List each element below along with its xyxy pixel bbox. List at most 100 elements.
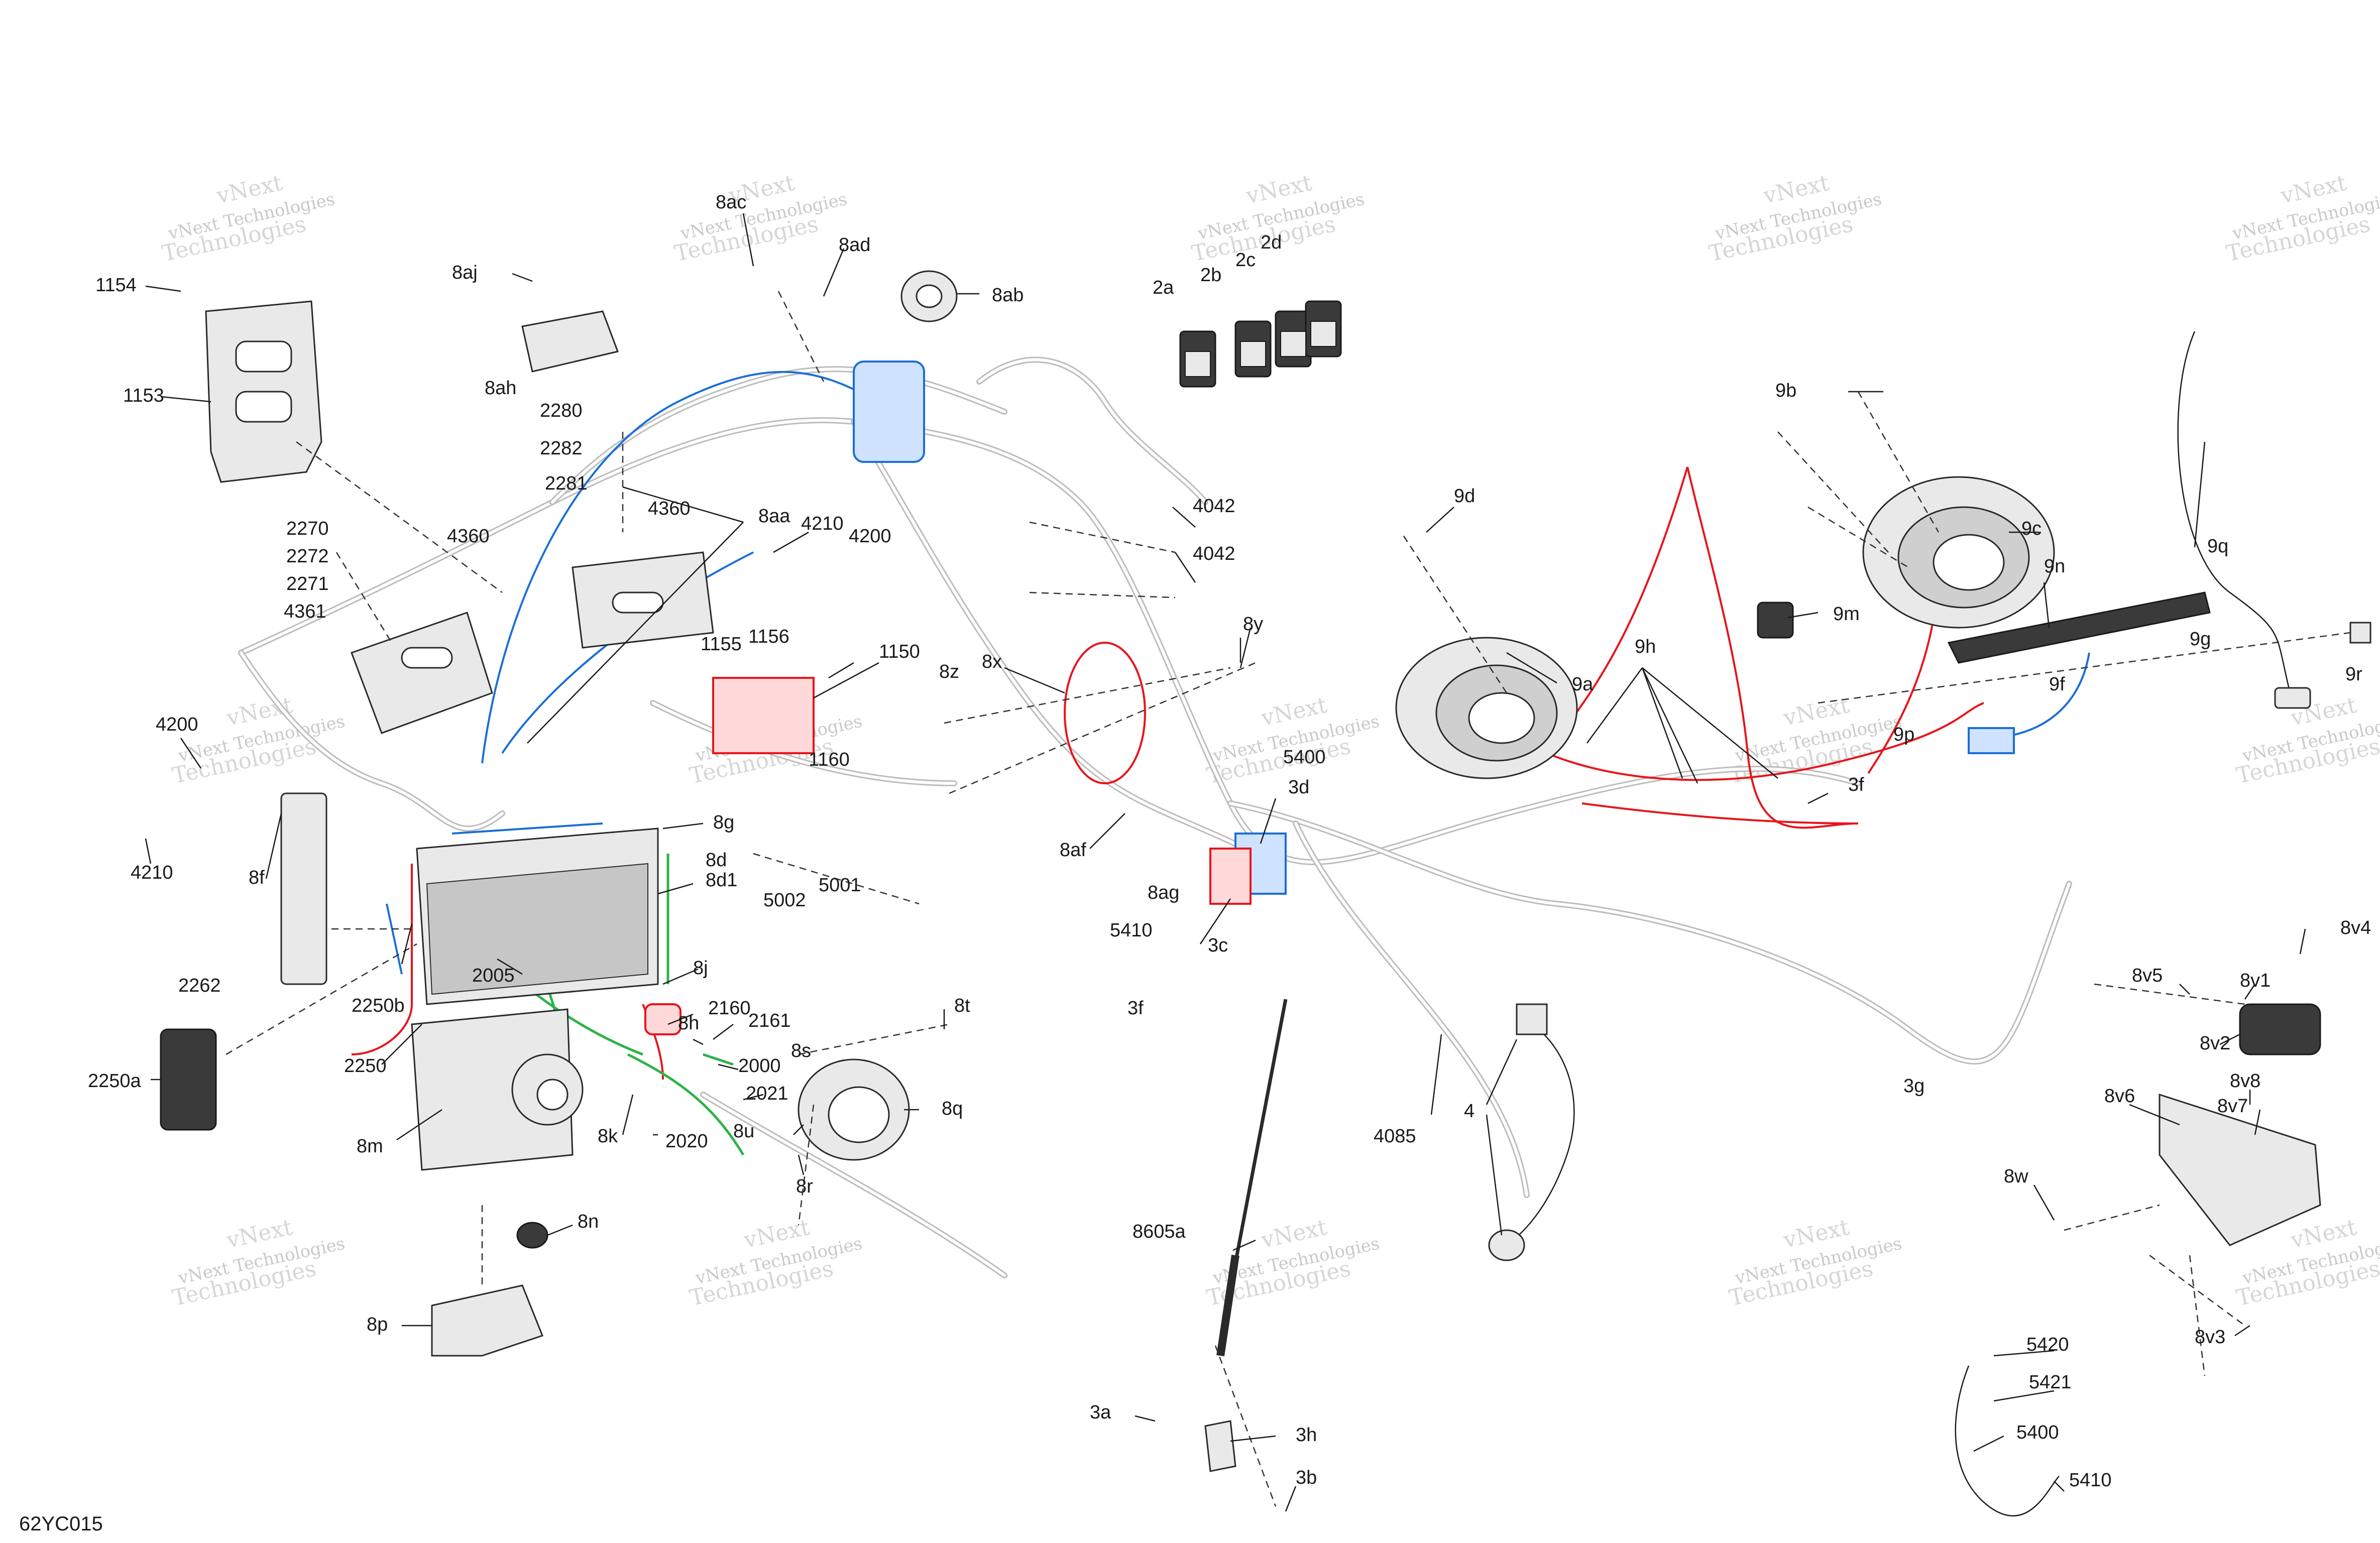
part-2250a-module <box>160 1028 217 1131</box>
label-2281: 2281 <box>545 473 588 494</box>
label-8ag: 8ag <box>1148 882 1179 903</box>
label-2272: 2272 <box>286 546 329 567</box>
label-8v6: 8v6 <box>2104 1086 2135 1107</box>
label-9b: 9b <box>1775 380 1796 401</box>
label-2271: 2271 <box>286 573 329 595</box>
label-8r: 8r <box>796 1176 813 1197</box>
watermark: vNext vNext Technologies Technologies <box>672 170 849 267</box>
label-5410-bottom: 5410 <box>2069 1470 2112 1491</box>
watermark: vNext vNext Technologies Technologies <box>1727 1215 1904 1311</box>
label-8ab: 8ab <box>992 285 1024 306</box>
label-4210-top: 4210 <box>801 513 844 534</box>
label-2160: 2160 <box>708 998 751 1019</box>
label-4042-top: 4042 <box>1193 496 1235 517</box>
label-1160: 1160 <box>809 749 850 770</box>
label-1156: 1156 <box>748 626 789 647</box>
label-3a: 3a <box>1090 1402 1111 1423</box>
label-8f: 8f <box>249 867 265 888</box>
watermark: vNext vNext Technologies Technologies <box>160 170 337 267</box>
part-4-sensor-wire <box>1488 1003 1575 1261</box>
label-8aj: 8aj <box>452 262 478 283</box>
label-8v1: 8v1 <box>2240 970 2271 991</box>
label-3d: 3d <box>1288 777 1309 798</box>
label-8u: 8u <box>733 1121 754 1142</box>
label-8v7: 8v7 <box>2217 1096 2248 1117</box>
label-8ah: 8ah <box>485 378 516 399</box>
red-part-8h <box>644 1003 682 1035</box>
main-wire-harness <box>238 357 2072 1278</box>
label-9p: 9p <box>1893 724 1914 745</box>
label-4360-left: 4360 <box>447 526 490 547</box>
label-8y: 8y <box>1243 614 1263 635</box>
part-battery-8d <box>416 827 659 1005</box>
label-2250a: 2250a <box>88 1071 142 1092</box>
part-1153-bracket <box>205 300 322 483</box>
label-8ad: 8ad <box>839 234 870 256</box>
label-8h: 8h <box>678 1013 699 1034</box>
watermark: vNext vNext Technologies Technologies <box>1205 692 1382 789</box>
part-8q-horn <box>798 1058 910 1161</box>
label-1154: 1154 <box>95 275 137 296</box>
part-8605a-antenna <box>1216 999 1288 1357</box>
label-2161: 2161 <box>748 1010 791 1031</box>
part-8p-bracket <box>431 1284 543 1357</box>
label-1153: 1153 <box>123 385 164 406</box>
label-5400-top: 5400 <box>1283 747 1326 768</box>
label-8af: 8af <box>1060 840 1086 861</box>
red-connector-3c <box>1209 848 1252 905</box>
label-2021: 2021 <box>746 1083 788 1104</box>
label-3c: 3c <box>1208 935 1228 956</box>
label-4210-left: 4210 <box>131 862 173 883</box>
label-5002: 5002 <box>763 890 806 911</box>
part-9a-speaker <box>1395 637 1578 779</box>
label-2d: 2d <box>1261 232 1282 253</box>
label-9f: 9f <box>2049 674 2065 695</box>
watermark: vNext vNext Technologies Technologies <box>2224 170 2380 267</box>
label-2280: 2280 <box>540 400 583 421</box>
label-9a: 9a <box>1572 674 1594 695</box>
part-8ab-cap <box>900 270 958 322</box>
label-3f-bottom: 3f <box>1127 998 1144 1019</box>
label-2250b: 2250b <box>352 995 405 1016</box>
label-8p: 8p <box>367 1314 388 1335</box>
label-9n: 9n <box>2044 556 2065 577</box>
part-5400-wire <box>1955 1365 2060 1516</box>
label-3h: 3h <box>1296 1425 1317 1446</box>
label-5410-mid: 5410 <box>1110 920 1153 941</box>
label-8m: 8m <box>357 1136 383 1157</box>
label-8t: 8t <box>954 995 970 1016</box>
label-5400-bottom: 5400 <box>2016 1422 2059 1443</box>
label-5420: 5420 <box>2026 1334 2069 1355</box>
label-8n: 8n <box>578 1211 599 1232</box>
part-9n-light-bar <box>1947 591 2211 664</box>
part-9m-socket <box>1757 602 1794 639</box>
label-8z: 8z <box>939 661 959 682</box>
label-2a: 2a <box>1153 277 1174 298</box>
label-2000: 2000 <box>738 1055 781 1077</box>
label-1150: 1150 <box>879 641 920 662</box>
watermark: vNext vNext Technologies Technologies <box>170 692 347 789</box>
part-9c-speaker <box>1862 476 2055 629</box>
diagram-code: 62YC015 <box>19 1513 103 1535</box>
part-3h-bracket <box>1204 1420 1236 1472</box>
part-8v-bracket <box>2159 1003 2321 1246</box>
label-8s: 8s <box>791 1040 811 1061</box>
label-8g: 8g <box>713 812 734 833</box>
label-4085: 4085 <box>1374 1126 1416 1147</box>
label-9g: 9g <box>2190 629 2211 650</box>
part-8n-grommet <box>516 1222 548 1249</box>
label-2262: 2262 <box>178 975 221 996</box>
label-2c: 2c <box>1235 250 1256 271</box>
label-8v4: 8v4 <box>2340 917 2371 938</box>
leader-lines <box>145 213 2306 1512</box>
label-2005: 2005 <box>472 965 515 986</box>
part-8m-abs-unit <box>411 1008 584 1171</box>
label-8605a: 8605a <box>1132 1221 1186 1242</box>
label-9d: 9d <box>1454 486 1475 507</box>
label-9h: 9h <box>1635 636 1656 657</box>
watermark: vNext vNext Technologies Technologies <box>1707 170 1884 267</box>
label-9m: 9m <box>1833 604 1860 625</box>
label-8v2: 8v2 <box>2200 1033 2230 1054</box>
